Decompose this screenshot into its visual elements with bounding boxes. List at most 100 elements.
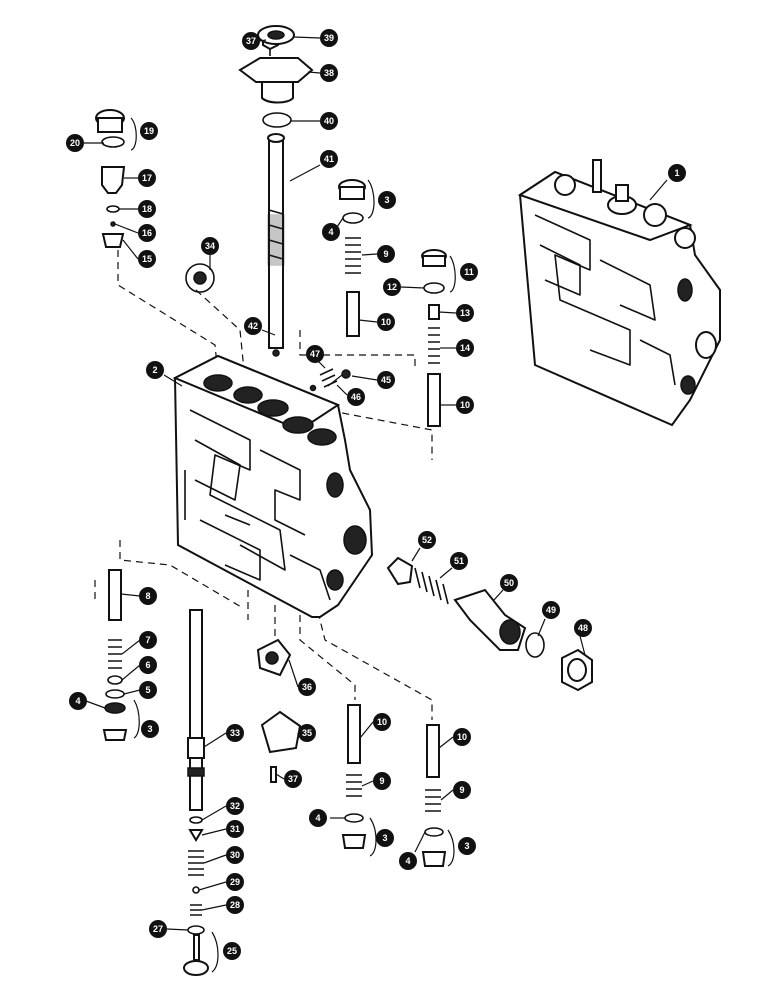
callout-39: 39 [320, 29, 338, 47]
callout-5: 5 [139, 681, 157, 699]
svg-text:28: 28 [230, 900, 240, 910]
svg-text:52: 52 [422, 535, 432, 545]
svg-text:31: 31 [230, 824, 240, 834]
callout-4: 4 [69, 692, 87, 710]
callout-31: 31 [226, 820, 244, 838]
callout-19: 19 [140, 122, 158, 140]
valve-assembly-complete [517, 159, 721, 427]
lower-center-parts [256, 638, 447, 867]
callout-20: 20 [66, 134, 84, 152]
svg-text:13: 13 [460, 308, 470, 318]
svg-text:11: 11 [464, 267, 474, 277]
lower-left-stack [102, 569, 128, 741]
svg-text:42: 42 [248, 321, 258, 331]
svg-text:10: 10 [460, 400, 470, 410]
callout-8: 8 [139, 587, 157, 605]
callout-3: 3 [378, 191, 396, 209]
callout-4: 4 [399, 852, 417, 870]
callout-9: 9 [377, 245, 395, 263]
svg-text:4: 4 [405, 856, 410, 866]
svg-text:18: 18 [142, 204, 152, 214]
lower-shaft-stack [183, 609, 209, 976]
callout-1: 1 [668, 164, 686, 182]
svg-text:12: 12 [387, 282, 397, 292]
svg-text:19: 19 [144, 126, 154, 136]
callout-34: 34 [201, 237, 219, 255]
svg-text:40: 40 [324, 116, 334, 126]
svg-text:10: 10 [457, 732, 467, 742]
callout-3: 3 [376, 829, 394, 847]
callout-27: 27 [149, 920, 167, 938]
callout-bubbles: 1 2 3 3 3 3 4 4 4 4 5 6 7 8 9 9 9 10 10 … [66, 29, 686, 960]
svg-text:14: 14 [460, 343, 470, 353]
svg-text:34: 34 [205, 241, 215, 251]
callout-17: 17 [138, 169, 156, 187]
svg-text:41: 41 [324, 154, 334, 164]
callout-14: 14 [456, 339, 474, 357]
svg-text:20: 20 [70, 138, 80, 148]
svg-text:25: 25 [227, 946, 237, 956]
svg-text:49: 49 [546, 605, 556, 615]
svg-text:8: 8 [145, 591, 150, 601]
callout-37: 37 [284, 770, 302, 788]
svg-text:9: 9 [379, 776, 384, 786]
callout-3: 3 [141, 720, 159, 738]
valve-body-main [172, 354, 374, 618]
callout-7: 7 [139, 631, 157, 649]
svg-text:50: 50 [504, 578, 514, 588]
callout-10: 10 [453, 728, 471, 746]
brackets [130, 117, 456, 973]
svg-text:27: 27 [153, 924, 163, 934]
callout-25: 25 [223, 942, 241, 960]
callout-6: 6 [139, 656, 157, 674]
callout-4: 4 [322, 223, 340, 241]
callout-12: 12 [383, 278, 401, 296]
svg-text:17: 17 [142, 173, 152, 183]
svg-text:9: 9 [459, 785, 464, 795]
callout-10: 10 [456, 396, 474, 414]
svg-text:9: 9 [383, 249, 388, 259]
callout-15: 15 [138, 250, 156, 268]
callout-28: 28 [226, 896, 244, 914]
svg-text:46: 46 [351, 392, 361, 402]
svg-text:39: 39 [324, 33, 334, 43]
svg-text:4: 4 [328, 227, 333, 237]
callout-37: 37 [242, 32, 260, 50]
callout-3: 3 [458, 837, 476, 855]
svg-text:10: 10 [381, 317, 391, 327]
callout-42: 42 [244, 317, 262, 335]
callout-38: 38 [320, 64, 338, 82]
svg-text:48: 48 [578, 623, 588, 633]
svg-text:15: 15 [142, 254, 152, 264]
callout-4: 4 [309, 809, 327, 827]
callout-47: 47 [306, 345, 324, 363]
callout-9: 9 [373, 772, 391, 790]
top-shaft-stack [238, 25, 314, 357]
svg-text:51: 51 [454, 556, 464, 566]
svg-text:4: 4 [315, 813, 320, 823]
svg-text:37: 37 [246, 36, 256, 46]
svg-text:3: 3 [382, 833, 387, 843]
svg-text:10: 10 [377, 717, 387, 727]
callout-36: 36 [298, 678, 316, 696]
leader-lines [84, 36, 668, 931]
svg-text:3: 3 [384, 195, 389, 205]
svg-text:4: 4 [75, 696, 80, 706]
svg-text:36: 36 [302, 682, 312, 692]
callout-11: 11 [460, 263, 478, 281]
callout-45: 45 [377, 371, 395, 389]
callout-10: 10 [377, 313, 395, 331]
callout-29: 29 [226, 873, 244, 891]
svg-text:2: 2 [152, 365, 157, 375]
svg-text:6: 6 [145, 660, 150, 670]
relief-valve-assembly [386, 556, 593, 692]
callout-30: 30 [226, 846, 244, 864]
callout-51: 51 [450, 552, 468, 570]
callout-52: 52 [418, 531, 436, 549]
svg-text:7: 7 [145, 635, 150, 645]
callout-41: 41 [320, 150, 338, 168]
svg-text:47: 47 [310, 349, 320, 359]
svg-text:33: 33 [230, 728, 240, 738]
svg-text:38: 38 [324, 68, 334, 78]
